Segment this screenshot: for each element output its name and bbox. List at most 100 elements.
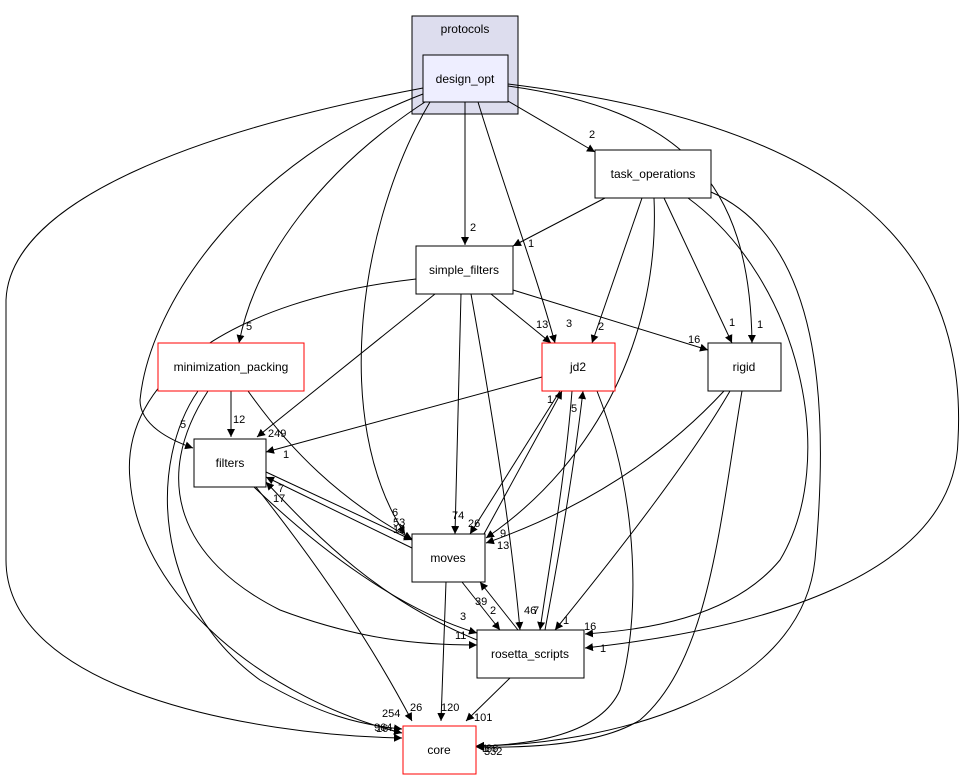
edge-moves-jd2 [483,390,563,535]
edge-task_operations-simple_filters [512,197,606,247]
edge-minimization_packing-rosetta_scripts [178,390,478,649]
node-label: core [427,743,451,757]
edge-rosetta_scripts-moves [479,581,519,631]
edge-label-task_operations-simple_filters: 1 [528,238,534,250]
node-design_opt[interactable]: design_opt [422,54,509,103]
nodes: design_opt task_operations simple_filter… [157,54,782,775]
edge-label-task_operations-moves: 9 [500,528,506,540]
edge-label-filters-moves: 12 [393,524,405,536]
edge-label-simple_filters-moves: 74 [452,510,464,522]
edge-rigid-core [475,390,743,752]
node-simple_filters[interactable]: simple_filters [415,245,514,295]
node-jd2[interactable]: jd2 [541,342,616,392]
edge-simple_filters-rosetta_scripts [470,293,524,631]
edge-label-simple_filters-rosetta_scripts: 46 [524,605,536,617]
edge-label-moves-filters: 7 [278,483,284,495]
edge-simple_filters-core [128,278,417,735]
node-label: task_operations [611,167,696,181]
node-label: rigid [733,360,756,374]
edge-label-rosetta_scripts-jd2: 5 [571,403,577,415]
edge-label-design_opt-rosetta_scripts: 1 [600,643,606,655]
node-filters[interactable]: filters [193,438,267,488]
node-rigid[interactable]: rigid [707,342,782,392]
edge-jd2-moves [469,390,561,535]
edge-label-task_operations-rigid: 1 [729,317,735,329]
edge-label-task_operations-rosetta_scripts: 16 [584,621,596,633]
edge-label-design_opt-rigid: 1 [757,319,763,331]
edge-rosetta_scripts-core [465,677,511,722]
edge-label-rosetta_scripts-core: 101 [474,712,492,724]
edge-simple_filters-rigid [512,289,709,352]
edge-jd2-rosetta_scripts [537,390,573,631]
edge-label-minimization_packing-rosetta_scripts: 11 [455,630,466,642]
edge-label-design_opt-jd2: 3 [566,318,572,330]
edge-label-rigid-core: 1 [482,743,488,755]
edge-task_operations-core [475,191,821,750]
edge-rigid-rosetta_scripts [554,390,731,631]
edge-label-design_opt-simple_filters: 2 [470,222,476,234]
edges: 2 2 3 1 5 5 6 1 16 1 2 1 9 16 88 13 16 [5,83,960,758]
edge-label-jd2-core: 332 [484,746,502,758]
edge-simple_filters-moves [451,293,462,535]
edge-label-minimization_packing-core: 254 [382,708,400,720]
edge-design_opt-moves [360,101,431,535]
edge-label-moves-rosetta_scripts: 2 [490,605,496,617]
edge-label-filters-rosetta_scripts: 3 [460,611,466,623]
node-label: filters [216,456,245,470]
edge-label-rigid-moves: 13 [497,540,509,552]
edge-task_operations-jd2 [590,197,643,344]
edge-filters-core [255,486,413,722]
edge-design_opt-rosetta_scripts [507,83,960,652]
edge-design_opt-task_operations [507,100,596,153]
edge-label-rosetta_scripts-moves: 39 [475,596,487,608]
edge-label-moves-jd2: 1 [547,394,553,406]
edge-label-simple_filters-jd2: 13 [536,319,548,331]
edge-moves-core [437,581,447,722]
edge-filters-moves [265,471,413,541]
edge-rosetta_scripts-jd2 [544,390,587,631]
edge-filters-rosetta_scripts [253,486,478,635]
node-moves[interactable]: moves [411,533,486,583]
edge-design_opt-rigid [507,85,756,344]
edge-minimization_packing-moves [247,390,413,540]
edge-label-minimization_packing-moves: 53 [393,517,405,529]
node-label: minimization_packing [174,360,289,374]
edge-rosetta_scripts-filters [265,481,478,641]
node-label: moves [430,551,465,565]
edge-label-simple_filters-core: 964 [374,722,392,734]
node-core[interactable]: core [402,725,477,775]
edge-simple_filters-jd2 [490,293,552,344]
edge-label-rosetta_scripts-filters: 17 [273,493,285,505]
edge-rigid-moves [485,390,725,545]
edge-minimization_packing-core [167,390,403,733]
edge-jd2-core [475,390,634,750]
edge-label-simple_filters-filters: 249 [268,428,286,440]
edge-label-design_opt-moves: 6 [392,507,398,519]
node-label: rosetta_scripts [491,647,569,661]
node-label: simple_filters [429,263,499,277]
edge-label-task_operations-jd2: 2 [598,321,604,333]
node-label: jd2 [569,360,586,374]
edge-moves-rosetta_scripts [461,581,501,631]
node-label: design_opt [436,72,495,86]
edge-design_opt-filters [139,93,424,450]
edge-task_operations-rigid [663,197,733,344]
edge-label-rigid-rosetta_scripts: 1 [563,615,569,627]
edge-label-design_opt-minimization_packing: 5 [246,321,252,333]
node-rosetta_scripts[interactable]: rosetta_scripts [476,629,585,679]
cluster-label: protocols [441,22,490,36]
node-task_operations[interactable]: task_operations [594,149,712,199]
edge-label-design_opt-task_operations: 2 [589,129,595,141]
node-minimization_packing[interactable]: minimization_packing [157,342,305,392]
edge-label-simple_filters-rigid: 16 [688,334,700,346]
edge-design_opt-minimization_packing [236,99,429,344]
edge-moves-filters [265,476,413,549]
edge-simple_filters-filters [256,293,436,438]
edge-design_opt-core [5,87,424,742]
edge-design_opt-jd2 [477,101,557,344]
edge-label-jd2-filters: 1 [283,449,289,461]
edge-label-filters-core: 26 [410,702,422,714]
edge-label-design_opt-filters: 5 [180,419,186,431]
edge-label-jd2-rosetta_scripts: 7 [533,605,539,617]
